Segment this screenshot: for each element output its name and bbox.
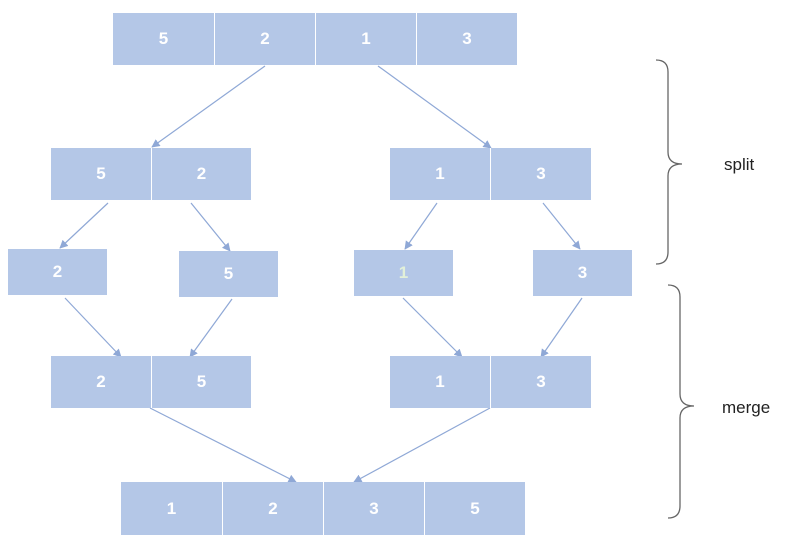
merge-brace: [667, 284, 695, 519]
arrow-split-13-right: [542, 202, 581, 250]
row4-right-cell: 3: [490, 356, 591, 408]
row3-cell: 5: [179, 251, 278, 297]
arrow-split-root-left: [151, 65, 266, 148]
split-label: split: [724, 155, 755, 174]
row4-left-cell: 2: [51, 356, 151, 408]
row3-cell: 3: [533, 250, 632, 296]
row5-cell: 1: [121, 482, 222, 535]
row5-cell: 3: [323, 482, 424, 535]
row1-cell: 5: [113, 13, 214, 65]
row5-cell: 2: [222, 482, 323, 535]
row3-cell: 1: [354, 250, 453, 296]
arrow-split-13-left: [404, 202, 438, 250]
arrow-merge-5: [189, 298, 233, 358]
row2-right-cell: 3: [490, 148, 591, 200]
arrow-merge-1: [402, 297, 463, 358]
split-brace: [655, 59, 683, 265]
arrow-split-52-left: [59, 202, 109, 249]
row2-left-cell: 2: [151, 148, 251, 200]
arrow-split-52-right: [190, 202, 231, 252]
row2-left-cell: 5: [51, 148, 151, 200]
row1-cell: 1: [315, 13, 416, 65]
row1-cell: 2: [214, 13, 315, 65]
arrow-merge-25-final: [149, 407, 297, 483]
arrow-merge-3: [540, 297, 583, 358]
row4-right-cell: 1: [390, 356, 490, 408]
row1-cell: 3: [416, 13, 517, 65]
row5-cell: 5: [424, 482, 525, 535]
row3-cell: 2: [8, 249, 107, 295]
arrow-merge-2: [64, 297, 122, 358]
row4-left-cell: 5: [151, 356, 251, 408]
row2-right-cell: 1: [390, 148, 490, 200]
arrow-split-root-right: [377, 65, 492, 149]
arrow-merge-13-final: [353, 407, 491, 483]
merge-label: merge: [722, 398, 771, 417]
